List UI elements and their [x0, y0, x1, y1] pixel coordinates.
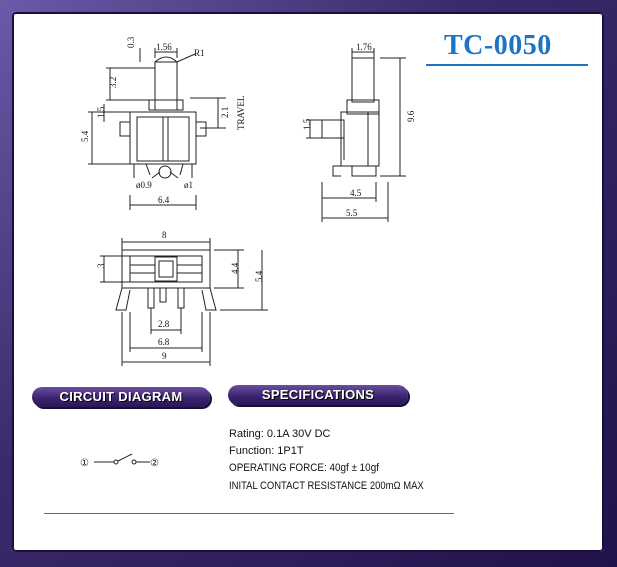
dim-bottom-8: 8	[162, 230, 167, 240]
spec-rating: Rating: 0.1A 30V DC	[229, 428, 331, 440]
dim-front-1-5: 1.5	[96, 106, 106, 118]
part-number-title: TC-0050	[444, 30, 552, 61]
specifications-heading: SPECIFICATIONS	[228, 385, 408, 405]
dim-side-9-6: 9.6	[406, 110, 416, 122]
dim-bottom-5-4: 5.4	[254, 270, 264, 282]
spec-contact-resistance: INITAL CONTACT RESISTANCE 200mΩ MAX	[229, 480, 424, 492]
dim-front-5-4: 5.4	[80, 130, 90, 142]
bottom-rule	[44, 513, 454, 514]
dim-bottom-2-8: 2.8	[158, 319, 170, 329]
dim-front-travel: TRAVEL	[236, 96, 246, 130]
dim-side-1-76: 1.76	[356, 42, 372, 52]
dim-bottom-9: 9	[162, 351, 167, 361]
dim-front-1-56: 1.56	[156, 42, 172, 52]
dim-front-6-4: 6.4	[158, 195, 170, 205]
side-view	[306, 48, 406, 222]
dim-front-3-2: 3.2	[108, 77, 118, 88]
spec-operating-force: OPERATING FORCE: 40gf ± 10gf	[229, 462, 379, 474]
dim-bottom-3: 3	[96, 263, 106, 268]
bottom-view	[100, 238, 268, 366]
front-view	[88, 48, 226, 210]
dim-side-4-5: 4.5	[350, 188, 362, 198]
circuit-diagram	[94, 453, 150, 465]
dim-side-5-5: 5.5	[346, 208, 358, 218]
dim-front-phi-0-9: ø0.9	[136, 180, 152, 190]
circuit-pin-2: ②	[150, 458, 159, 469]
dim-bottom-4-4: 4.4	[230, 262, 240, 274]
title-underline	[426, 64, 588, 66]
dim-side-1-5: 1.5	[302, 118, 312, 130]
circuit-diagram-heading: CIRCUIT DIAGRAM	[32, 387, 210, 407]
dim-front-phi-1: ø1	[184, 180, 193, 190]
dim-front-r1: R1	[194, 48, 205, 58]
spec-function: Function: 1P1T	[229, 445, 304, 457]
dim-front-2-1: 2.1	[220, 107, 230, 118]
circuit-pin-1: ①	[80, 458, 89, 469]
dim-front-0-3: 0.3	[126, 36, 136, 48]
dim-bottom-6-8: 6.8	[158, 337, 170, 347]
